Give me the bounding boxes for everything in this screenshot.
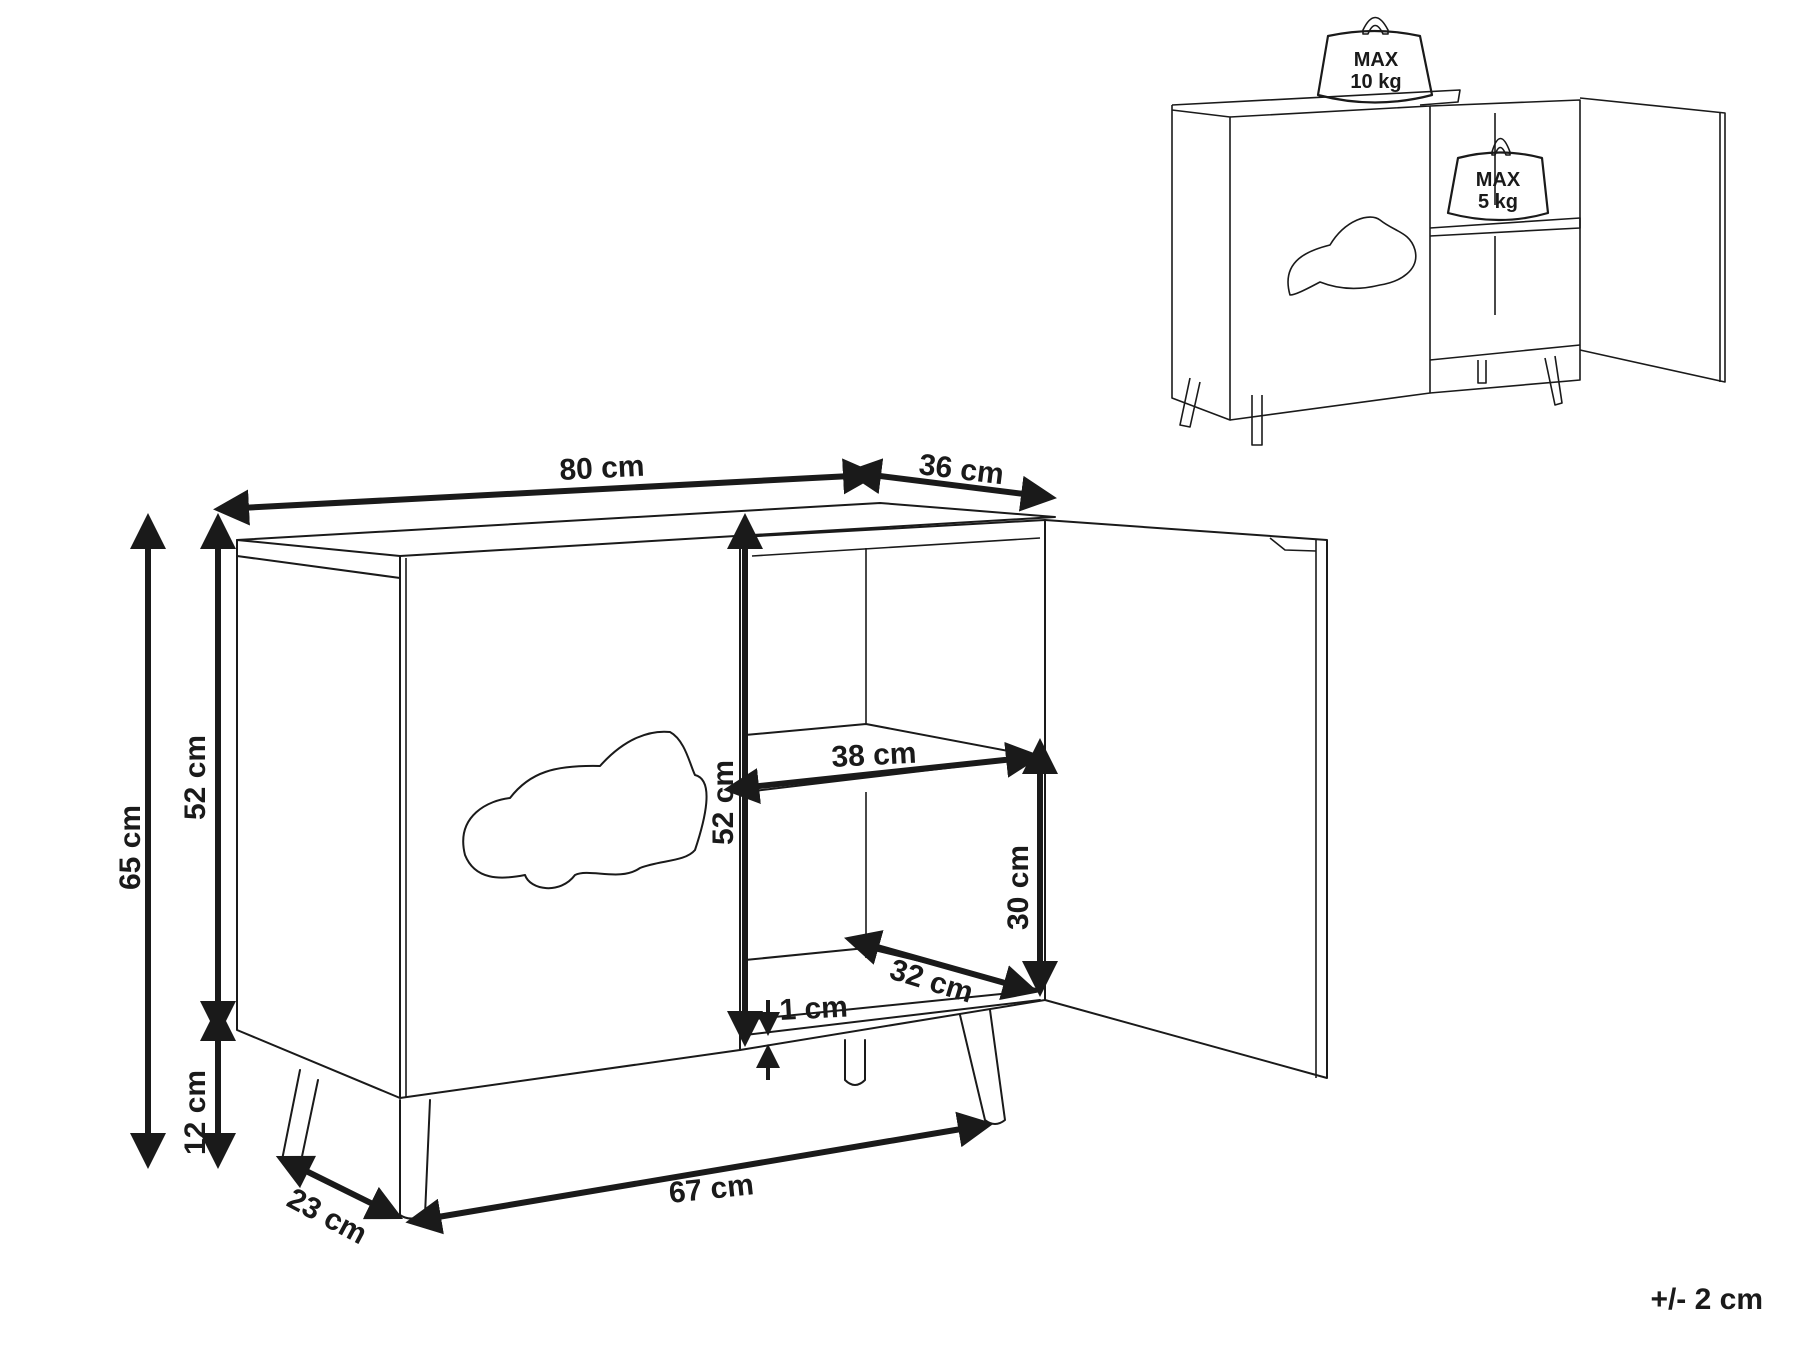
inner-height-label: 52 cm [707,760,740,845]
weight-5kg-line2: 5 kg [1478,191,1518,213]
load-reference-cabinet [1171,89,1726,446]
shelf-width-label: 38 cm [831,737,918,774]
width-label: 80 cm [559,450,646,487]
dimension-lines [130,458,1058,1235]
weight-10kg-line1: MAX [1354,49,1399,71]
weight-10kg-line2: 10 kg [1350,71,1401,93]
body-height-label: 52 cm [179,735,212,820]
weight-5kg-line1: MAX [1476,169,1521,191]
lower-compartment-label: 30 cm [1002,845,1035,930]
weight-10kg-icon: MAX 10 kg [1316,16,1434,104]
total-height-label: 65 cm [114,805,147,890]
weight-5kg-icon: MAX 5 kg [1446,137,1550,222]
leg-height-label: 12 cm [179,1070,212,1155]
bottom-thickness-label: 1 cm [779,990,849,1027]
cloud-handle-icon [462,730,708,890]
leg-depth-label: 23 cm [282,1182,373,1251]
main-cabinet [236,502,1328,1220]
tolerance-note: +/- 2 cm [1650,1283,1763,1316]
